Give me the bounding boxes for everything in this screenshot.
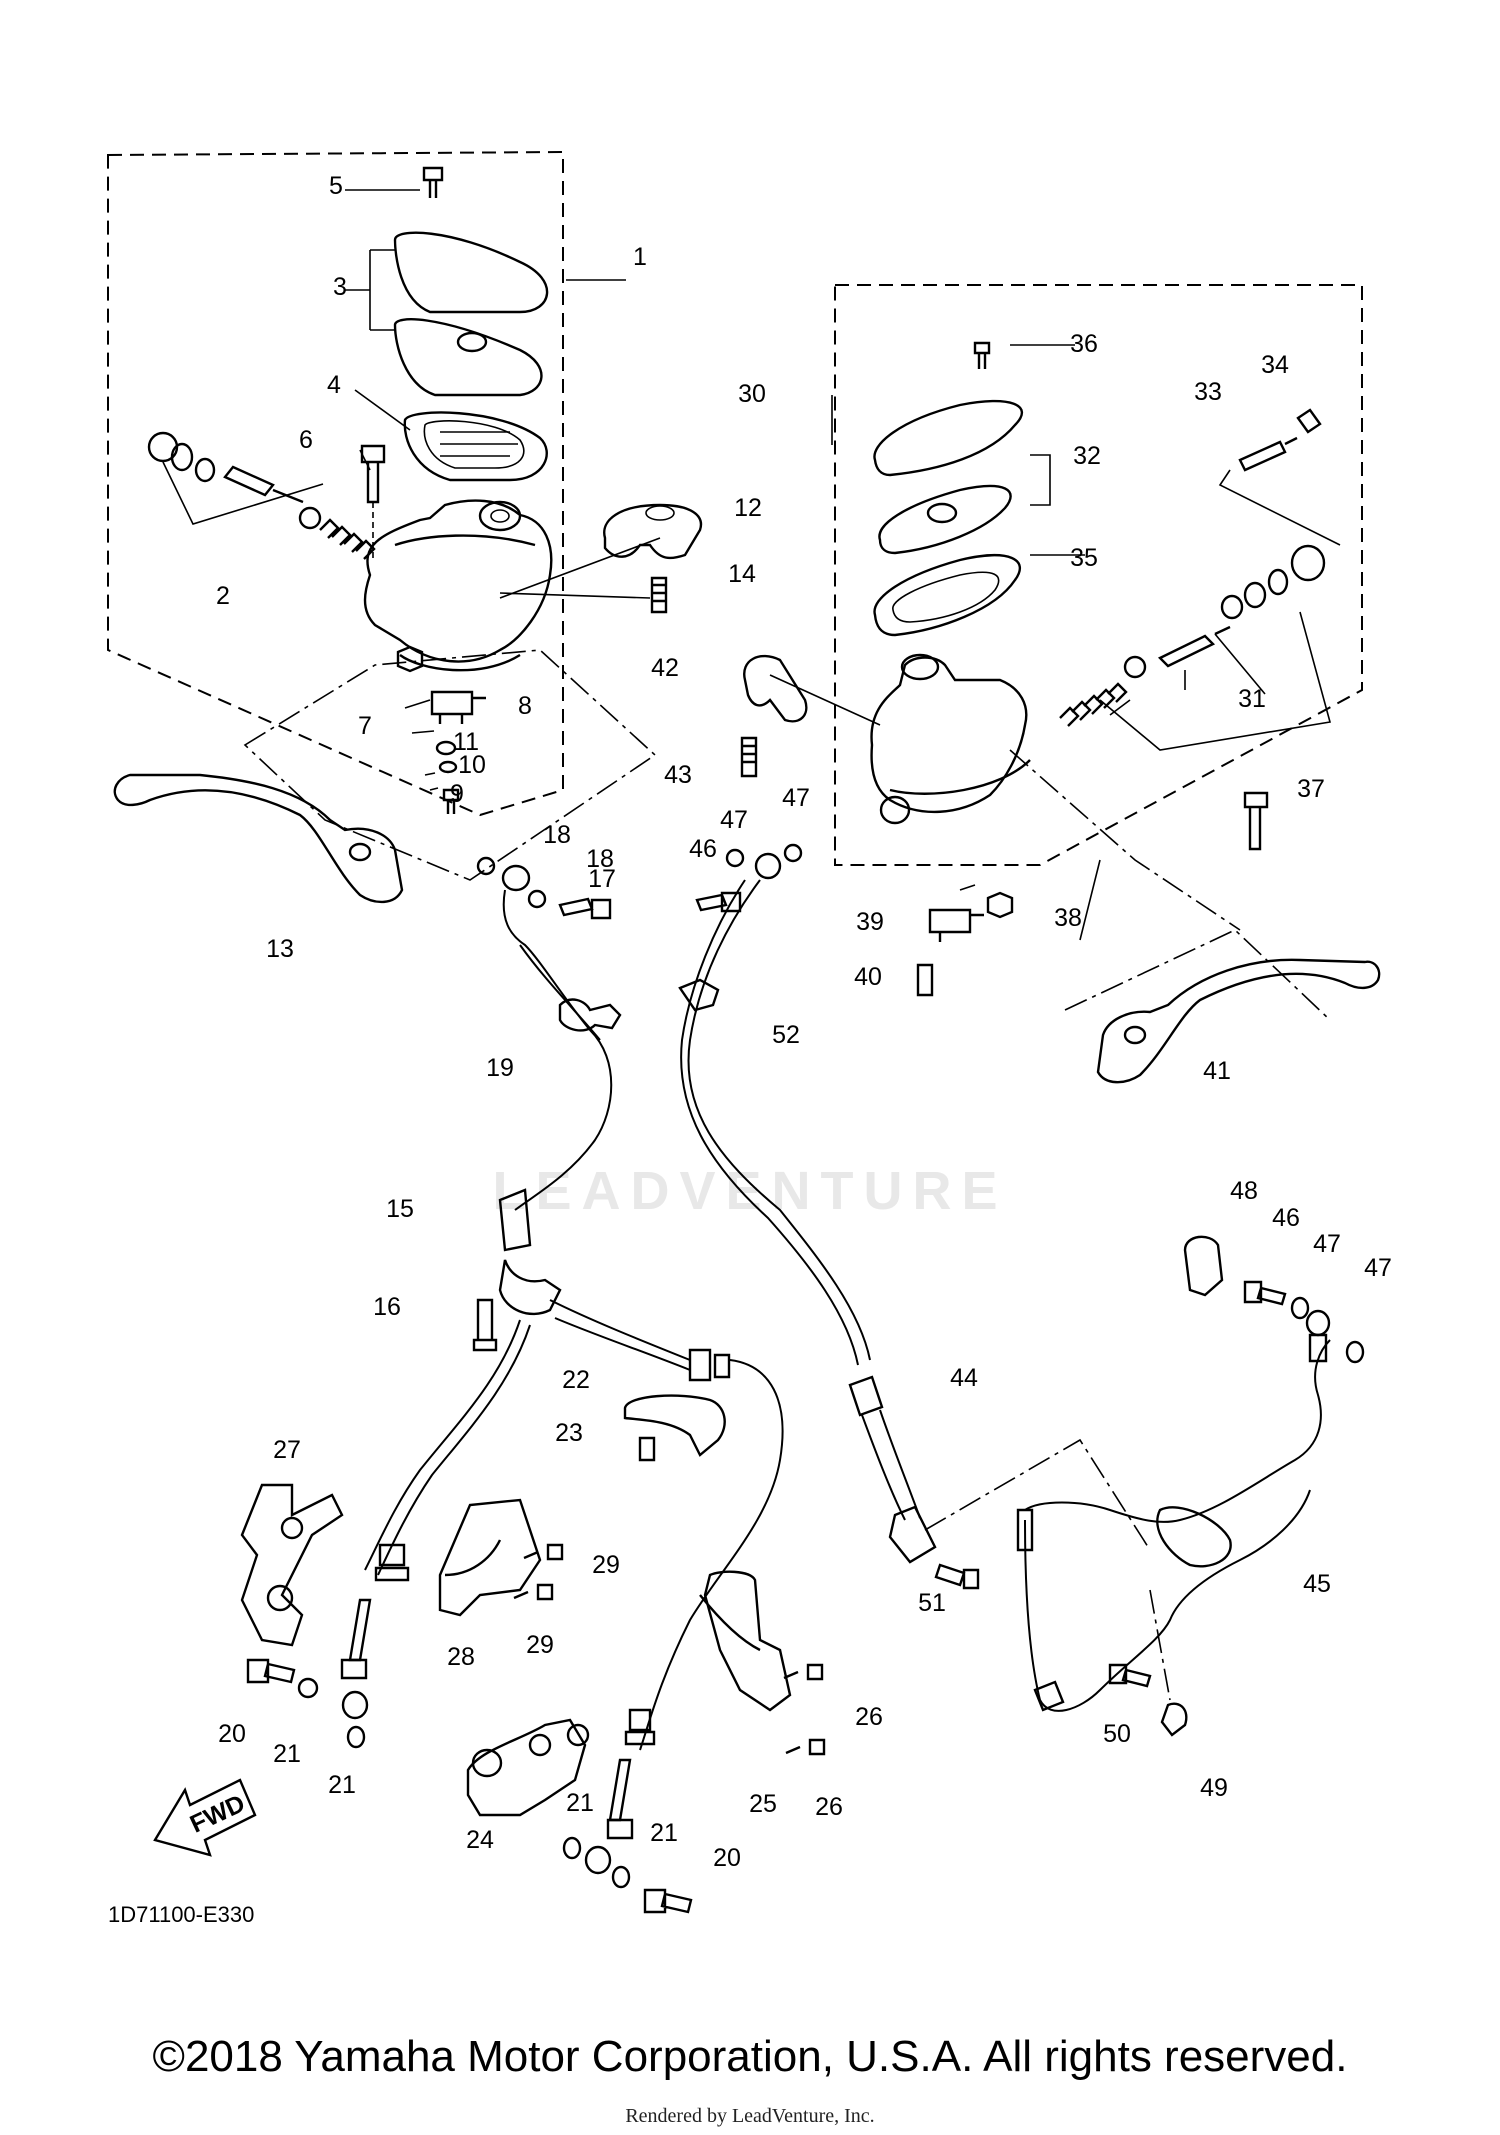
- callout-33: 33: [1194, 378, 1222, 406]
- callout-37: 37: [1297, 775, 1325, 803]
- callout-19: 19: [486, 1054, 514, 1082]
- callout-27: 27: [273, 1436, 301, 1464]
- callout-47: 47: [720, 806, 748, 834]
- callout-43: 43: [664, 761, 692, 789]
- left-master-cylinder: [113, 166, 703, 904]
- callout-30: 30: [738, 380, 766, 408]
- callout-51: 51: [918, 1589, 946, 1617]
- callout-36: 36: [1070, 330, 1098, 358]
- callout-52: 52: [772, 1021, 800, 1049]
- callout-28: 28: [447, 1643, 475, 1671]
- callout-12: 12: [734, 494, 762, 522]
- callout-24: 24: [466, 1826, 494, 1854]
- callout-7: 7: [358, 712, 372, 740]
- callout-10: 10: [458, 751, 486, 779]
- callout-26: 26: [815, 1793, 843, 1821]
- brake-hoses: [153, 843, 1365, 1914]
- callout-14: 14: [728, 560, 756, 588]
- assembly-1-outline: [107, 150, 564, 817]
- callout-25: 25: [749, 1790, 777, 1818]
- diagram-code: 1D71100-E330: [108, 1902, 254, 1927]
- callout-40: 40: [854, 963, 882, 991]
- callout-labels: 1234567891011121314151617181819202021212…: [216, 172, 1392, 1872]
- callout-17: 17: [588, 865, 616, 893]
- watermark: LEADVENTURE: [492, 1161, 1008, 1221]
- callout-2: 2: [216, 582, 230, 610]
- callout-35: 35: [1070, 544, 1098, 572]
- callout-50: 50: [1103, 1720, 1131, 1748]
- callout-21: 21: [328, 1771, 356, 1799]
- callout-5: 5: [329, 172, 343, 200]
- callout-41: 41: [1203, 1057, 1231, 1085]
- callout-11: 11: [453, 728, 479, 756]
- callout-18: 18: [586, 845, 614, 873]
- callout-21: 21: [273, 1740, 301, 1768]
- callout-32: 32: [1073, 442, 1101, 470]
- callout-21: 21: [566, 1789, 594, 1817]
- callout-48: 48: [1230, 1177, 1258, 1205]
- callout-15: 15: [386, 1195, 414, 1223]
- callout-6: 6: [299, 426, 313, 454]
- callout-16: 16: [373, 1293, 401, 1321]
- callout-39: 39: [856, 908, 884, 936]
- callout-42: 42: [651, 654, 679, 682]
- callout-44: 44: [950, 1364, 978, 1392]
- callout-29: 29: [526, 1631, 554, 1659]
- callout-8: 8: [518, 692, 532, 720]
- callout-23: 23: [555, 1419, 583, 1447]
- callout-13: 13: [266, 935, 294, 963]
- callout-49: 49: [1200, 1774, 1228, 1802]
- callout-18: 18: [543, 821, 571, 849]
- callout-45: 45: [1303, 1570, 1331, 1598]
- callout-3: 3: [333, 273, 347, 301]
- right-master-cylinder: [740, 341, 1381, 1084]
- callout-29: 29: [592, 1551, 620, 1579]
- callout-4: 4: [327, 371, 341, 399]
- callout-46: 46: [1272, 1204, 1300, 1232]
- callout-1: 1: [633, 243, 647, 271]
- callout-20: 20: [713, 1844, 741, 1872]
- callout-47: 47: [1313, 1230, 1341, 1258]
- callout-21: 21: [650, 1819, 678, 1847]
- callout-9: 9: [450, 780, 464, 808]
- copyright-notice: ©2018 Yamaha Motor Corporation, U.S.A. A…: [152, 2032, 1348, 2081]
- callout-26: 26: [855, 1703, 883, 1731]
- rendered-by-note: Rendered by LeadVenture, Inc.: [625, 2105, 875, 2127]
- callout-38: 38: [1054, 904, 1082, 932]
- callout-31: 31: [1238, 685, 1266, 713]
- callout-22: 22: [562, 1366, 590, 1394]
- fwd-label: FWD: [186, 1789, 249, 1838]
- callout-34: 34: [1261, 351, 1289, 379]
- callout-47: 47: [1364, 1254, 1392, 1282]
- callout-46: 46: [689, 835, 717, 863]
- callout-47: 47: [782, 784, 810, 812]
- callout-20: 20: [218, 1720, 246, 1748]
